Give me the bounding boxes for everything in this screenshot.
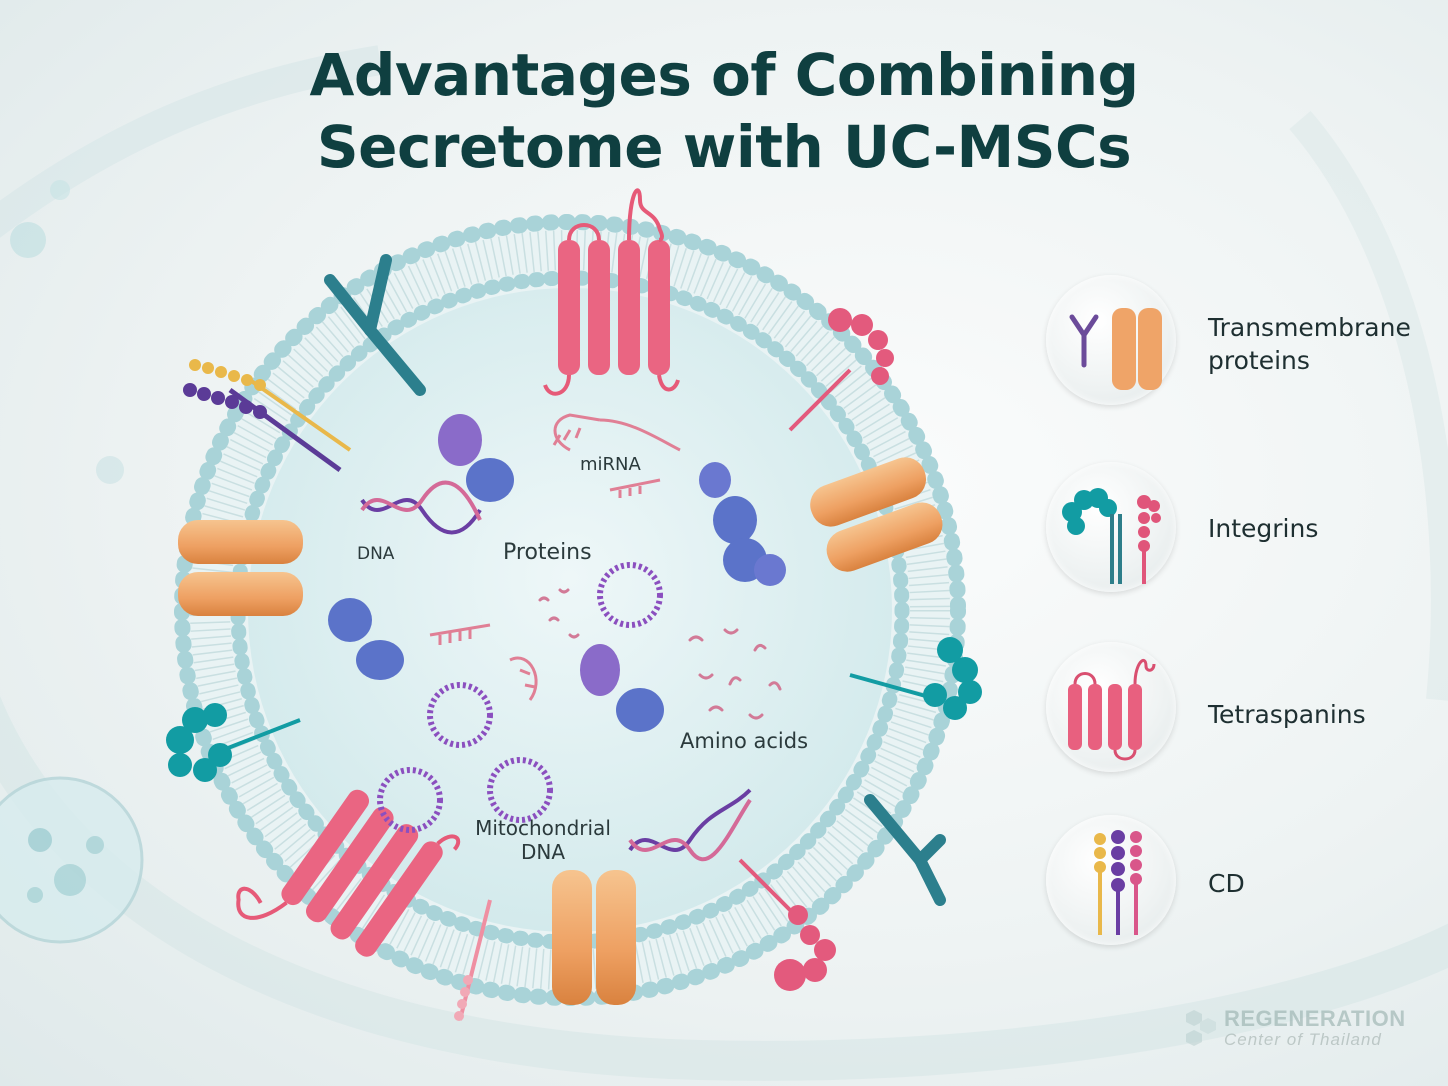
- amino-acids: [538, 588, 782, 720]
- legend-circle: [1046, 815, 1176, 945]
- dna-helices: [360, 480, 752, 862]
- integrin-left: [166, 703, 301, 782]
- mirna-hairpins: [429, 413, 681, 701]
- tetraspanin-icon: [1068, 659, 1156, 761]
- cd-marker-icon: [1094, 830, 1142, 935]
- label-proteins: Proteins: [503, 540, 592, 565]
- transmembrane-protein-bottom: [552, 870, 636, 1005]
- legend-label-cd: CD: [1208, 869, 1245, 898]
- tetraspanin-bottom-left: [236, 789, 461, 957]
- label-mitochondrial-dna-line2: DNA: [520, 840, 566, 864]
- proteins: [328, 414, 786, 732]
- receptor-bottom-right: [864, 794, 946, 906]
- legend-item-integrins: Integrins: [1046, 462, 1426, 607]
- legend-item-tetraspanins: Tetraspanins: [1046, 642, 1426, 787]
- cd-marker-top-left: [183, 359, 352, 473]
- floating-bubble: [0, 776, 144, 944]
- legend-circle: [1046, 642, 1176, 772]
- logo-text-line1: REGENERATION: [1224, 1006, 1406, 1031]
- integrin-pink-bottom-right: [738, 858, 836, 991]
- integrin-pink-top-right: [788, 308, 894, 432]
- mitochondrial-dna-circles: [377, 562, 663, 833]
- page-title-line2: Secretome with UC-MSCs: [316, 113, 1132, 181]
- legend-label-integrins: Integrins: [1208, 514, 1319, 543]
- legend-item-cd: CD: [1046, 815, 1426, 960]
- label-amino-acids: Amino acids: [680, 729, 809, 753]
- exosome-vesicle-diagram: [166, 188, 982, 1021]
- legend-label-tetraspanins: Tetraspanins: [1208, 700, 1366, 729]
- logo-text-line2: Center of Thailand: [1224, 1030, 1382, 1049]
- transmembrane-protein-right: [810, 457, 943, 572]
- label-mitochondrial-dna: Mitochondrial DNA: [455, 816, 631, 864]
- integrin-right: [849, 637, 982, 720]
- label-dna: DNA: [357, 544, 395, 564]
- integrin-icon: [1062, 488, 1161, 584]
- tetraspanin-top: [543, 188, 680, 396]
- legend-label-transmembrane: Transmembrane proteins: [1208, 313, 1411, 375]
- page-title-line1: Advantages of Combining: [309, 41, 1139, 109]
- legend-item-transmembrane: Transmembrane proteins: [1046, 275, 1426, 420]
- receptor-top-left: [324, 254, 426, 396]
- label-mirna: miRNA: [580, 454, 641, 475]
- transmembrane-protein-left: [178, 520, 303, 616]
- legend-circle: [1046, 462, 1176, 592]
- transmembrane-protein-icon: [1069, 308, 1162, 390]
- legend-circle: [1046, 275, 1176, 405]
- cd-marker-bottom: [454, 899, 492, 1021]
- logo-hexagons-icon: [1186, 1010, 1216, 1046]
- logo: REGENERATION Center of Thailand: [1180, 1000, 1420, 1060]
- label-mitochondrial-dna-line1: Mitochondrial: [475, 816, 611, 840]
